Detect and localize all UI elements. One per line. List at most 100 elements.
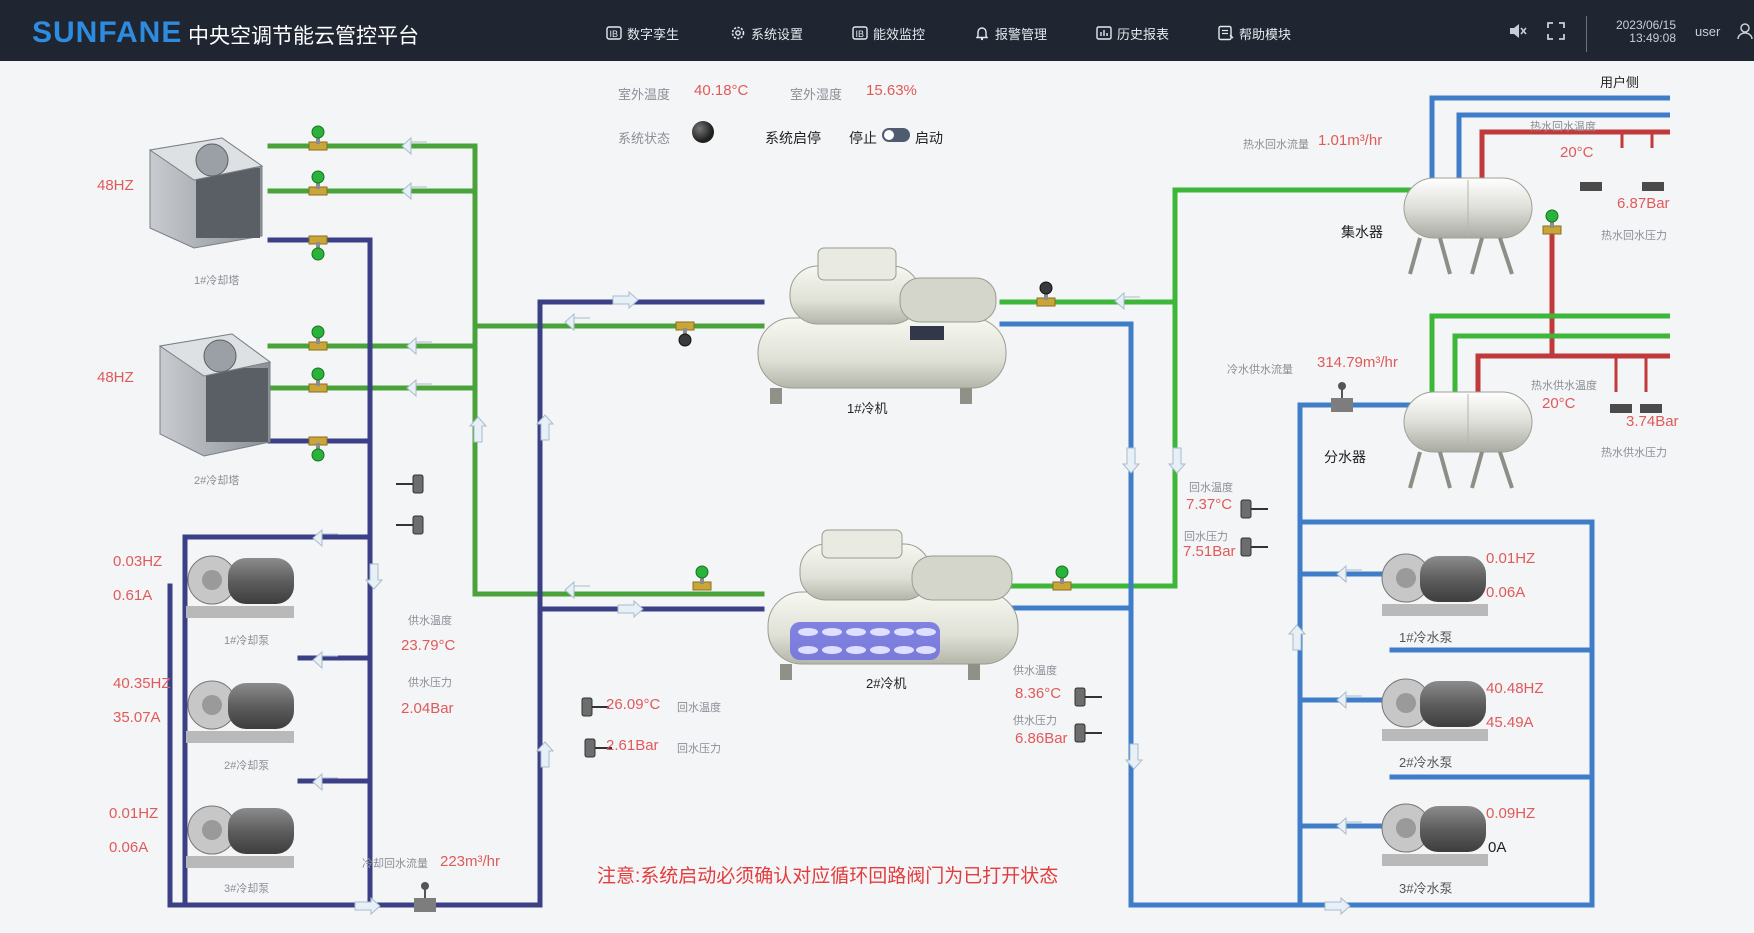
cooling-tower-1[interactable] xyxy=(148,137,264,249)
logo: SUNFANE xyxy=(32,16,183,49)
hot-return-temp-value: 20°C xyxy=(1560,144,1594,161)
ib-icon: IB xyxy=(852,26,868,40)
username[interactable]: user xyxy=(1695,24,1721,39)
cooling-supply-pressure-label: 供水压力 xyxy=(408,677,452,689)
nav-energy-monitor[interactable]: IB 能效监控 xyxy=(852,22,925,44)
chilled-supply-pressure-value: 6.86Bar xyxy=(1015,730,1068,747)
top-bar: SUNFANE 中央空调节能云管控平台 IB 数字孪生 系统设置 IB 能效监控… xyxy=(0,0,1754,61)
hot-return-pressure-value: 6.87Bar xyxy=(1617,195,1670,212)
nav-help[interactable]: 帮助模块 xyxy=(1218,22,1291,44)
distributor-label: 分水器 xyxy=(1324,449,1366,465)
chilled-pump-3-name: 3#冷水泵 xyxy=(1399,881,1453,896)
gear-icon xyxy=(731,26,745,40)
outdoor-temp-label: 室外温度 xyxy=(618,87,671,102)
svg-text:IB: IB xyxy=(610,29,619,39)
cooling-pump-2-current: 35.07A xyxy=(113,709,161,726)
chilled-pump-1-name: 1#冷水泵 xyxy=(1399,630,1453,645)
water-distributor-tank[interactable] xyxy=(1403,391,1533,489)
tower-1-name: 1#冷却塔 xyxy=(194,275,240,287)
start-label: 启动 xyxy=(915,130,943,146)
help-icon xyxy=(1218,25,1234,41)
outdoor-humidity-label: 室外湿度 xyxy=(790,87,843,102)
chilled-supply-pressure-label: 供水压力 xyxy=(1013,715,1057,727)
nav-system-settings[interactable]: 系统设置 xyxy=(730,22,803,44)
chilled-pump-3[interactable] xyxy=(1381,803,1488,866)
fullscreen-icon[interactable] xyxy=(1547,22,1565,40)
cooling-return-pressure-value: 2.61Bar xyxy=(606,737,659,754)
chiller-2-name: 2#冷机 xyxy=(866,676,907,691)
chilled-return-pressure-label: 回水压力 xyxy=(1184,531,1228,543)
chilled-pump-3-current: 0A xyxy=(1488,839,1507,856)
chiller-2[interactable] xyxy=(767,529,1019,680)
svg-text:IB: IB xyxy=(856,29,865,39)
cooling-pump-3-current: 0.06A xyxy=(109,839,149,856)
chilled-pump-2-name: 2#冷水泵 xyxy=(1399,755,1453,770)
cooling-return-flow-value: 223m³/hr xyxy=(440,853,501,870)
chilled-pump-2-current: 45.49A xyxy=(1486,714,1534,731)
cooling-pump-1-name: 1#冷却泵 xyxy=(224,635,270,647)
chilled-return-temp-value: 7.37°C xyxy=(1186,496,1233,513)
hot-supply-temp-value: 20°C xyxy=(1542,395,1576,412)
time: 13:49:08 xyxy=(1629,31,1676,45)
datetime: 2023/06/15 13:49:08 xyxy=(1604,19,1676,45)
hot-supply-pressure-label: 热水供水压力 xyxy=(1601,447,1667,459)
hot-return-flow-label: 热水回水流量 xyxy=(1243,139,1309,151)
cooling-pump-3-freq: 0.01HZ xyxy=(109,805,159,822)
chilled-supply-temp-label: 供水温度 xyxy=(1013,665,1057,677)
collector-label: 集水器 xyxy=(1341,224,1383,240)
chilled-return-temp-label: 回水温度 xyxy=(1189,482,1233,494)
hot-supply-pressure-value: 3.74Bar xyxy=(1626,413,1679,430)
cooling-return-pressure-label: 回水压力 xyxy=(677,743,721,755)
header-divider xyxy=(1586,16,1587,52)
cooling-pump-2[interactable] xyxy=(186,680,294,743)
cooling-return-temp-label: 回水温度 xyxy=(677,702,721,714)
stop-label: 停止 xyxy=(849,130,877,146)
chilled-pump-1[interactable] xyxy=(1381,553,1488,616)
water-collector-tank[interactable] xyxy=(1403,177,1533,275)
tower-1-freq: 48HZ xyxy=(97,177,134,194)
startup-notice: 注意:系统启动必须确认对应循环回路阀门为已打开状态 xyxy=(597,866,1059,887)
system-status-indicator xyxy=(692,121,714,143)
system-status-label: 系统状态 xyxy=(618,131,671,146)
chiller-1-name: 1#冷机 xyxy=(847,401,888,416)
cooling-pump-1-freq: 0.03HZ xyxy=(113,553,163,570)
cooling-return-temp-value: 26.09°C xyxy=(606,696,661,713)
bell-icon xyxy=(975,27,989,41)
user-side-label: 用户侧 xyxy=(1600,75,1640,90)
nav-digital-twin[interactable]: IB 数字孪生 xyxy=(606,22,679,44)
cooling-pump-2-freq: 40.35HZ xyxy=(113,675,171,692)
user-icon[interactable] xyxy=(1736,22,1754,40)
chilled-supply-temp-value: 8.36°C xyxy=(1015,685,1062,702)
chilled-pump-2-freq: 40.48HZ xyxy=(1486,680,1544,697)
mute-icon[interactable] xyxy=(1508,22,1528,40)
system-switch-label: 系统启停 xyxy=(765,130,821,146)
nav-label: 历史报表 xyxy=(1117,26,1170,42)
outdoor-temp-value: 40.18°C xyxy=(694,82,749,99)
hot-supply-temp-label: 热水供水温度 xyxy=(1531,380,1597,392)
system-toggle[interactable] xyxy=(882,128,910,142)
chiller-1[interactable] xyxy=(757,247,1007,404)
ib-icon: IB xyxy=(606,26,622,40)
nav-label: 系统设置 xyxy=(751,26,804,42)
cooling-tower-2[interactable] xyxy=(158,333,272,457)
chilled-pump-1-freq: 0.01HZ xyxy=(1486,550,1536,567)
app-title: 中央空调节能云管控平台 xyxy=(188,25,419,48)
cooling-return-flow-label: 冷却回水流量 xyxy=(362,858,428,870)
cooling-supply-pressure-value: 2.04Bar xyxy=(401,700,454,717)
cooling-supply-temp-label: 供水温度 xyxy=(408,615,452,627)
outdoor-humidity-value: 15.63% xyxy=(866,82,917,99)
cooling-pump-1[interactable] xyxy=(186,555,294,618)
nav-label: 能效监控 xyxy=(873,26,926,42)
tower-2-freq: 48HZ xyxy=(97,369,134,386)
hot-return-pressure-label: 热水回水压力 xyxy=(1601,230,1667,242)
chilled-pump-2[interactable] xyxy=(1381,678,1488,741)
cooling-pump-3[interactable] xyxy=(186,805,294,868)
nav-label: 数字孪生 xyxy=(627,26,680,42)
nav-alarm-management[interactable]: 报警管理 xyxy=(974,22,1047,44)
tower-2-name: 2#冷却塔 xyxy=(194,475,240,487)
chilled-pump-1-current: 0.06A xyxy=(1486,584,1526,601)
cooling-pump-1-current: 0.61A xyxy=(113,587,153,604)
nav-history-report[interactable]: 历史报表 xyxy=(1096,22,1169,44)
cooling-pump-3-name: 3#冷却泵 xyxy=(224,883,270,895)
